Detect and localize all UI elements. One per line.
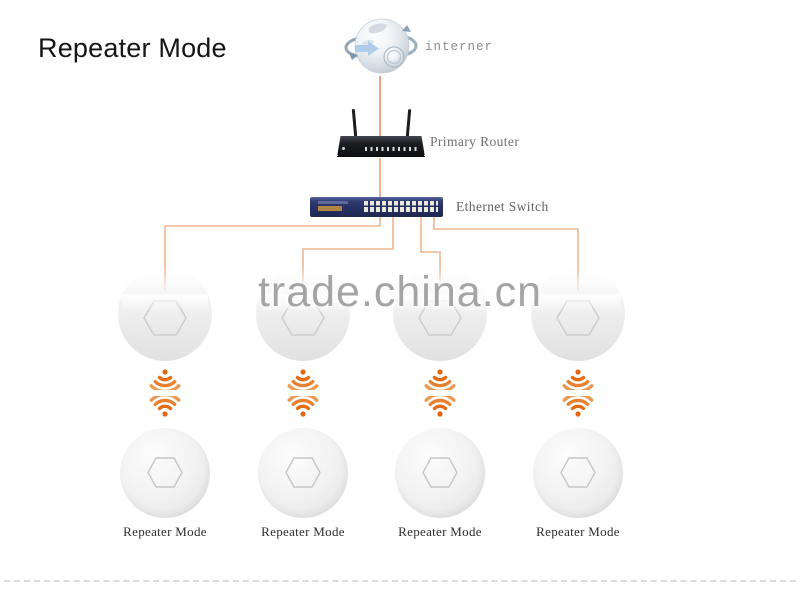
router-port-leds <box>365 147 417 151</box>
ceiling-ap-icon <box>393 267 487 361</box>
repeater-mode-label: Repeater Mode <box>398 524 482 539</box>
ap-hexagon <box>147 457 183 488</box>
bottom-dashed-divider <box>4 580 796 582</box>
ap-top-fade <box>535 294 621 311</box>
internet-globe-icon <box>344 18 418 74</box>
internet-label: interner <box>425 40 494 54</box>
repeater-ap-icon <box>258 428 348 518</box>
ethernet-switch-icon <box>310 197 443 217</box>
switch-faceplate-print <box>318 201 348 204</box>
switch-label: Ethernet Switch <box>456 199 549 214</box>
ap-top-fade <box>260 294 346 311</box>
page-title: Repeater Mode <box>38 33 227 63</box>
router-label: Primary Router <box>430 134 520 149</box>
ap-top-fade <box>397 294 483 311</box>
watermark-text: trade.china.cn <box>257 268 543 316</box>
wifi-signal-icon <box>281 369 325 417</box>
repeater-mode-label: Repeater Mode <box>123 524 207 539</box>
repeater-ap-icon <box>120 428 210 518</box>
wifi-signal-icon <box>143 369 187 417</box>
ap-hexagon <box>422 457 458 488</box>
ceiling-ap-icon <box>118 267 212 361</box>
repeater-ap-icon <box>533 428 623 518</box>
repeater-ap-icon <box>395 428 485 518</box>
ap-hexagon <box>560 457 596 488</box>
wifi-signal-icon <box>556 369 600 417</box>
ceiling-ap-icon <box>531 267 625 361</box>
router-power-led <box>342 147 345 150</box>
ceiling-ap-icon <box>256 267 350 361</box>
wifi-signal-icon <box>418 369 462 417</box>
switch-brand-tag <box>318 206 342 211</box>
repeater-mode-label: Repeater Mode <box>536 524 620 539</box>
ap-top-fade <box>122 294 208 311</box>
repeater-mode-label: Repeater Mode <box>261 524 345 539</box>
ap-hexagon <box>285 457 321 488</box>
wireless-router-icon <box>337 136 425 157</box>
switch-ports <box>364 201 438 212</box>
